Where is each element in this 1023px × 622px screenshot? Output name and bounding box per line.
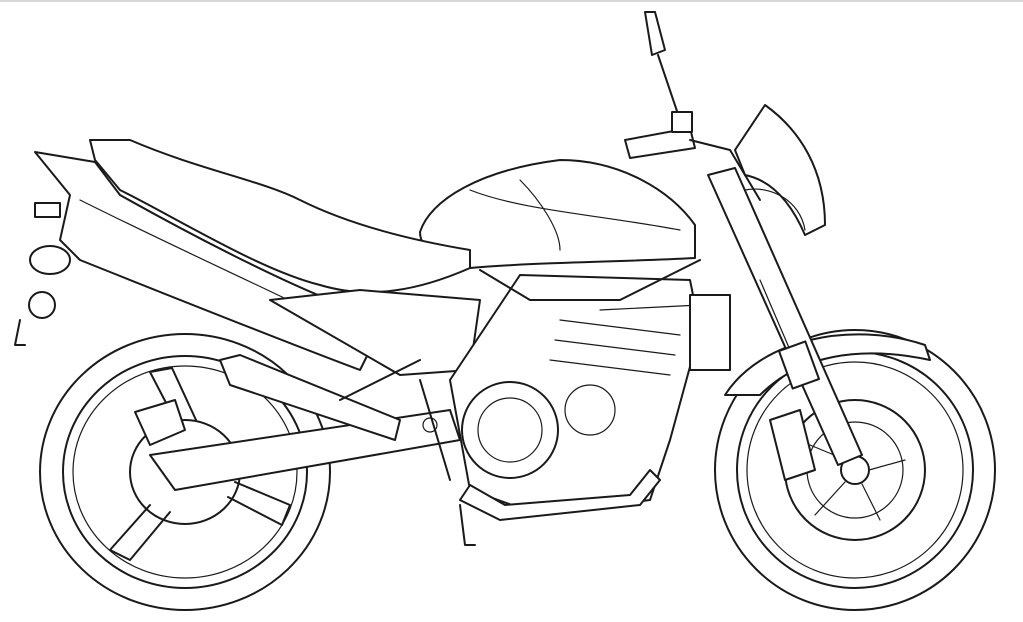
clutch-cover — [461, 381, 559, 479]
handlebar — [624, 11, 761, 201]
mirror — [644, 11, 666, 56]
headlight-fairing — [734, 104, 826, 236]
exhaust-header — [459, 469, 661, 521]
rear-reflector — [28, 291, 56, 319]
seat — [89, 139, 471, 294]
front-fork — [707, 167, 863, 466]
exhaust — [219, 354, 401, 441]
rear-turn-signal — [14, 202, 71, 346]
front-wheel — [714, 329, 996, 611]
side-panel — [269, 289, 481, 376]
engine — [449, 274, 731, 521]
rear-brake-caliper — [134, 399, 186, 446]
top-border — [0, 0, 1023, 2]
front-brake-caliper — [769, 409, 816, 481]
kickstand — [459, 504, 476, 546]
